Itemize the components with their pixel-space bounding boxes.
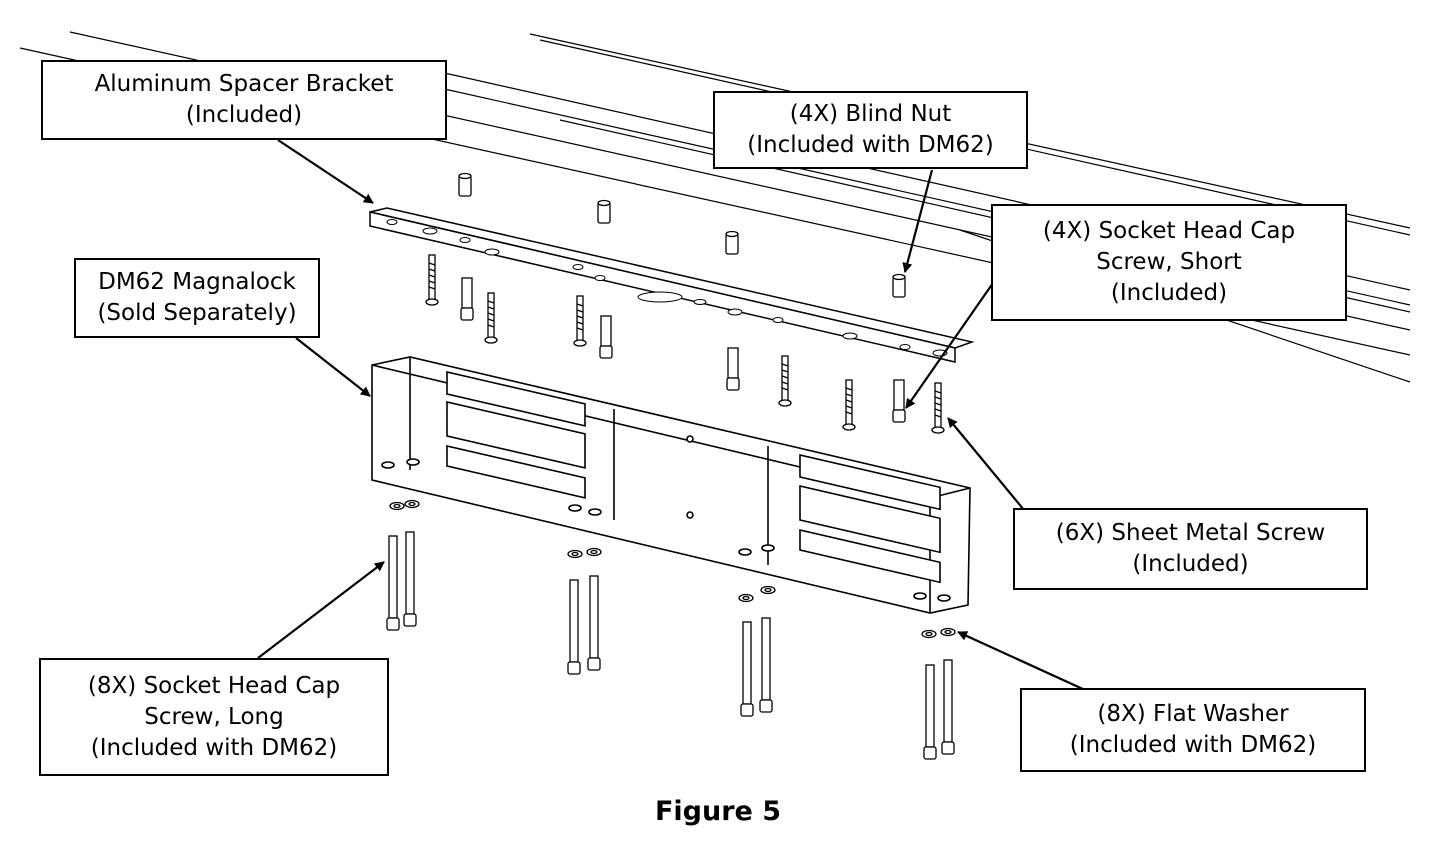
arrow-short-screw (905, 282, 994, 409)
sheet-metal-screws (425, 254, 945, 434)
callout-magnalock: DM62 Magnalock (Sold Separately) (74, 258, 320, 338)
callout-line: (4X) Blind Nut (789, 101, 952, 127)
callout-line: DM62 Magnalock (98, 269, 296, 295)
callout-short-screw: (4X) Socket Head Cap Screw, Short (Inclu… (991, 204, 1347, 321)
callout-line: (Included) (185, 102, 303, 128)
callout-line: (Included) (1110, 280, 1228, 306)
callout-line: (Included with DM62) (90, 734, 338, 761)
callout-line: (Included with DM62) (747, 132, 994, 158)
callout-long-screw: (8X) Socket Head Cap Screw, Long (Includ… (39, 658, 389, 776)
leader-arrows (257, 139, 1086, 692)
callout-line: Screw, Long (144, 703, 284, 730)
callout-line: (4X) Socket Head Cap (1042, 218, 1296, 244)
callout-line: (8X) Flat Washer (1097, 701, 1289, 727)
callout-line: Screw, Short (1096, 249, 1242, 275)
callout-sheet-metal-screw: (6X) Sheet Metal Screw (Included) (1013, 508, 1368, 590)
arrow-magnalock (295, 337, 371, 397)
callout-blind-nut: (4X) Blind Nut (Included with DM62) (713, 91, 1028, 169)
arrow-blind-nut (902, 169, 934, 273)
callout-line: (Included with DM62) (1069, 732, 1317, 758)
spacer-bracket (369, 207, 975, 363)
magnalock-body (371, 356, 971, 614)
arrow-sheet-metal-screw (947, 417, 1025, 511)
figure-caption: Figure 5 (654, 796, 782, 827)
arrow-flat-washer (957, 630, 1086, 692)
callout-flat-washer: (8X) Flat Washer (Included with DM62) (1020, 688, 1366, 772)
callout-line: (Sold Separately) (97, 300, 297, 326)
short-cap-screws (460, 277, 906, 423)
callout-line: (Included) (1132, 551, 1249, 577)
arrow-long-screw (257, 561, 385, 659)
flat-washers (389, 499, 956, 639)
callout-line: Aluminum Spacer Bracket (94, 71, 394, 97)
arrow-spacer-bracket (277, 139, 374, 204)
callout-line: (8X) Socket Head Cap (87, 672, 341, 699)
callout-line: (6X) Sheet Metal Screw (1055, 520, 1326, 546)
callout-spacer-bracket: Aluminum Spacer Bracket (Included) (41, 60, 447, 140)
long-cap-screws (386, 531, 955, 760)
blind-nuts (458, 172, 906, 298)
